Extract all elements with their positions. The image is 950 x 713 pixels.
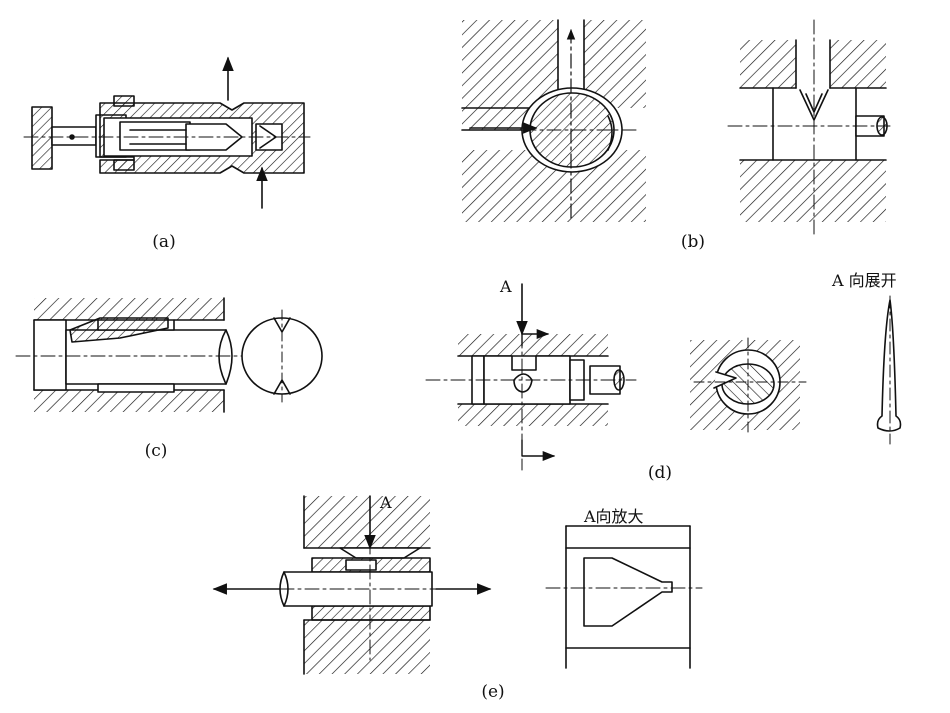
panel-a bbox=[23, 56, 311, 209]
panel-c bbox=[15, 297, 323, 413]
panel-b-left bbox=[461, 19, 646, 222]
label-view-e: A向放大 bbox=[583, 507, 644, 526]
panel-e bbox=[212, 495, 703, 675]
label-arrow-a-d: A bbox=[499, 277, 512, 296]
caption-c: (c) bbox=[145, 441, 168, 461]
caption-b: (b) bbox=[681, 232, 705, 252]
caption-d: (d) bbox=[648, 463, 672, 483]
label-view-d: A 向展开 bbox=[831, 271, 897, 290]
panel-d bbox=[425, 283, 902, 471]
panel-b-right bbox=[727, 19, 891, 237]
label-arrow-a-e: A bbox=[379, 493, 392, 512]
caption-e: (e) bbox=[481, 682, 504, 702]
caption-a: (a) bbox=[152, 232, 175, 252]
